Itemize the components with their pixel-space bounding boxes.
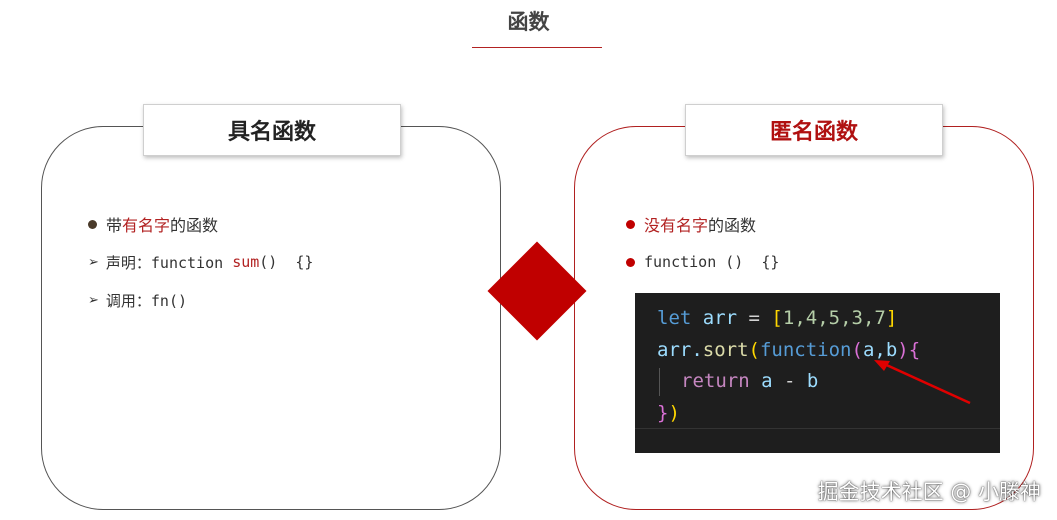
anonymous-function-heading: 匿名函数 xyxy=(685,104,943,156)
item-text: 的函数 xyxy=(170,216,219,235)
params: a,b xyxy=(862,338,898,361)
list-item: 没有名字的函数 xyxy=(626,205,779,243)
declaration-label: 声明：function xyxy=(105,253,233,272)
bracket: ( xyxy=(748,338,760,361)
title-underline xyxy=(472,47,602,48)
list-item: ➢ 声明：function sum() {} xyxy=(88,243,313,281)
bracket: ) xyxy=(668,401,680,424)
named-function-heading: 具名函数 xyxy=(143,104,401,156)
annotation-arrow-icon xyxy=(874,360,971,405)
bullet-icon xyxy=(626,219,635,229)
code-line: }) xyxy=(635,398,1000,430)
code-line: let arr = [1,4,5,3,7] xyxy=(635,303,1000,335)
identifier: arr xyxy=(691,307,749,329)
named-function-panel xyxy=(41,126,501,510)
anonymous-function-list: 没有名字的函数 function () {} xyxy=(626,205,779,281)
code-line: arr.sort(function(a,b){ xyxy=(635,335,1000,367)
operator: = xyxy=(748,307,760,329)
list-item: function () {} xyxy=(626,243,779,281)
bullet-icon xyxy=(88,219,97,229)
item-text: 带 xyxy=(106,216,123,235)
identifier: arr. xyxy=(657,338,703,361)
arrow-line xyxy=(881,361,971,405)
brace: { xyxy=(908,338,921,361)
operator: - xyxy=(783,370,796,392)
arrow-bullet-icon: ➢ xyxy=(88,292,99,308)
arrow-bullet-icon: ➢ xyxy=(88,254,99,270)
function-name: sum xyxy=(232,253,260,271)
bullet-icon xyxy=(626,257,635,267)
declaration-rest: () {} xyxy=(259,253,314,271)
code-line: return a - b xyxy=(635,366,1000,398)
keyword: let xyxy=(657,307,692,329)
bracket: ( xyxy=(851,338,863,361)
keyword: function xyxy=(759,338,852,361)
item-highlight: 有名字 xyxy=(122,216,171,235)
identifier: a xyxy=(749,370,784,392)
anonymous-syntax: function () {} xyxy=(644,253,780,271)
number-list: 1,4,5,3,7 xyxy=(782,307,886,329)
item-text: 的函数 xyxy=(708,216,757,235)
bracket: [ xyxy=(759,307,783,329)
bracket: ] xyxy=(885,307,898,329)
arrow-head xyxy=(874,360,890,371)
item-highlight: 没有名字 xyxy=(644,216,709,235)
code-snippet: let arr = [1,4,5,3,7] arr.sort(function(… xyxy=(635,293,1000,453)
diamond-divider xyxy=(487,241,587,341)
code-divider xyxy=(635,428,1000,429)
watermark: 掘金技术社区 @ 小滕神 xyxy=(817,480,1041,504)
named-function-list: 带有名字的函数 ➢ 声明：function sum() {} ➢ 调用：fn() xyxy=(88,205,313,319)
identifier: b xyxy=(795,370,819,392)
method: sort xyxy=(702,338,749,361)
brace: } xyxy=(657,401,669,424)
call-text: 调用：fn() xyxy=(105,291,188,310)
page-title: 函数 xyxy=(507,9,550,34)
list-item: ➢ 调用：fn() xyxy=(88,281,313,319)
indent-guide xyxy=(659,368,660,396)
keyword: return xyxy=(681,370,750,392)
bracket: ) xyxy=(897,338,909,361)
list-item: 带有名字的函数 xyxy=(88,205,313,243)
